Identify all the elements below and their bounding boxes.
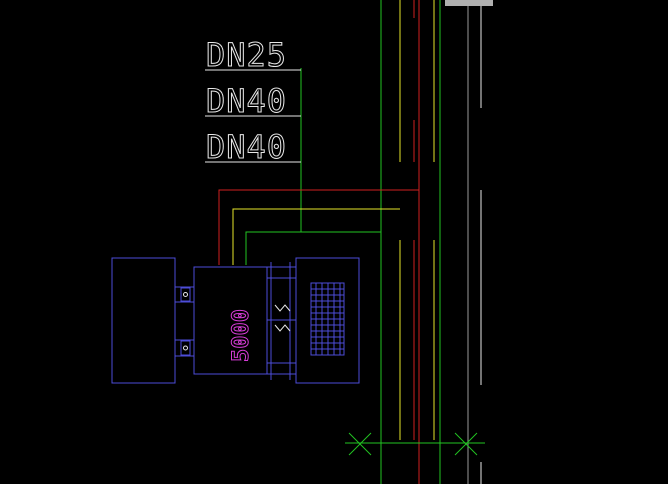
equipment-left-block (111, 257, 176, 384)
connector-upper (175, 286, 194, 303)
pipe-leader: DN25 DN40 DN40 (205, 36, 302, 232)
branch-pipes (218, 189, 485, 444)
connection-section (266, 262, 297, 380)
equipment-assembly: 5000 (111, 257, 360, 384)
connector-lower (175, 339, 194, 357)
pipe-label-dn40-b: DN40 (206, 128, 287, 166)
pipe-label-dn40-a: DN40 (206, 82, 287, 120)
valve-symbols (348, 432, 478, 456)
grille-slats (311, 283, 344, 355)
branch-pipe-red (218, 189, 419, 265)
valve-cross-left (348, 432, 372, 456)
branch-pipe-green (245, 231, 381, 265)
vertical-risers (380, 0, 493, 484)
pipe-label-dn25: DN25 (206, 36, 287, 74)
unit-capacity-label: 5000 (229, 309, 254, 362)
branch-pipe-yellow (232, 208, 400, 265)
valve-cross-right (454, 432, 478, 456)
riser-cap-block (445, 0, 493, 6)
flex-joint-icon (274, 304, 291, 332)
equipment-right-unit (295, 257, 360, 384)
